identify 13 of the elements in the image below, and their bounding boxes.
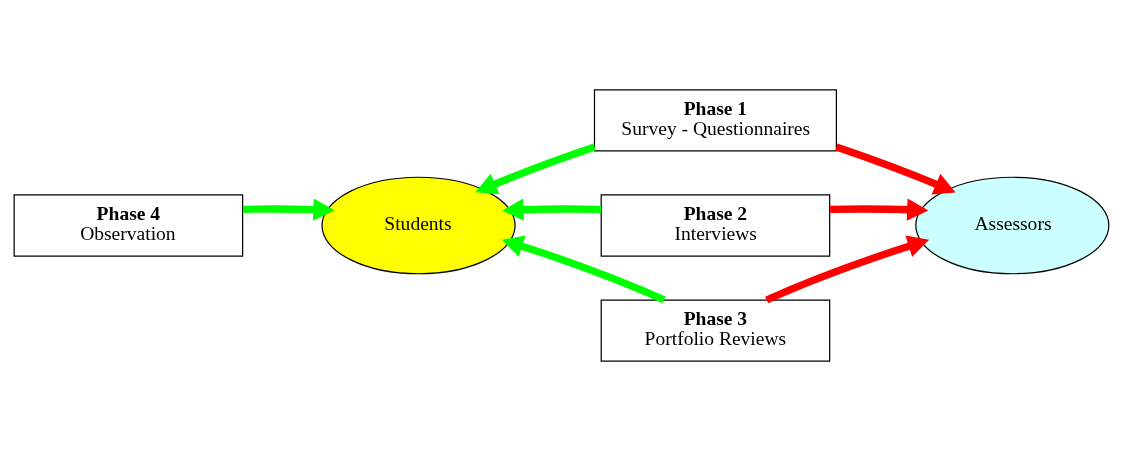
node-ellipse: Students — [321, 176, 516, 274]
arrow — [835, 142, 956, 194]
node-box: Phase 1 Survey - Questionnaires — [593, 88, 837, 152]
node-ellipse: Assessors — [915, 176, 1110, 274]
arrow — [242, 197, 335, 221]
arrow — [501, 235, 666, 303]
node-box: Phase 3 Portfolio Reviews — [600, 298, 831, 362]
arrow — [475, 142, 596, 194]
arrow — [502, 197, 602, 221]
node-box: Phase 2 Interviews — [600, 193, 831, 257]
arrow — [765, 235, 930, 303]
node-box: Phase 4 Observation — [13, 193, 244, 257]
arrow — [830, 197, 929, 221]
